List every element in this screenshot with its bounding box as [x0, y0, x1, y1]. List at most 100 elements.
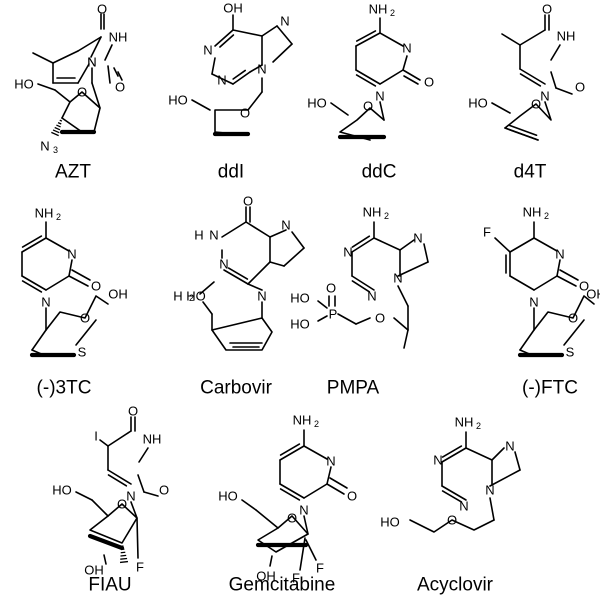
atom-label: HO	[290, 291, 310, 306]
bond	[233, 30, 262, 36]
atom-label: N	[413, 231, 422, 246]
atom-label: O	[243, 194, 253, 209]
bond	[556, 88, 572, 94]
bond	[510, 238, 534, 252]
atom-label: O	[568, 311, 578, 326]
bond	[270, 230, 286, 237]
atom-label: NH	[363, 205, 382, 220]
atom-label: O	[240, 106, 250, 121]
atom-label: O	[575, 80, 585, 95]
atom-label: S	[78, 345, 87, 360]
atom-label: HO	[218, 489, 238, 504]
compound-name: PMPA	[327, 378, 380, 399]
bond	[551, 45, 560, 60]
atom-label: O	[347, 489, 357, 504]
bond	[144, 492, 158, 496]
atom-label: N	[485, 483, 494, 498]
bond	[403, 56, 407, 70]
bond	[520, 330, 534, 350]
bond	[490, 498, 494, 520]
hashed-bond-stroke	[120, 558, 127, 559]
bond	[242, 500, 256, 510]
hashed-bond-stroke	[60, 120, 62, 121]
bond	[69, 260, 72, 276]
atom-label: N	[280, 14, 289, 29]
bond	[139, 448, 148, 462]
bond	[492, 103, 510, 113]
bond	[32, 330, 46, 350]
bond	[380, 33, 403, 46]
bond	[137, 518, 138, 558]
atom-label: HO	[468, 96, 488, 111]
atom-subscript: 2	[544, 211, 549, 221]
bond	[306, 540, 316, 560]
atom-label: O	[363, 99, 373, 114]
bond	[318, 301, 327, 308]
bond	[492, 448, 504, 460]
bond	[404, 330, 408, 348]
bond	[534, 238, 557, 251]
atom-label: NH	[35, 206, 54, 221]
atom-subscript: 2	[314, 419, 319, 429]
atom-subscript: 2	[384, 211, 389, 221]
bond-chain	[534, 296, 594, 330]
bond	[92, 500, 108, 516]
bond	[100, 440, 108, 446]
bond	[248, 284, 262, 290]
bond	[76, 492, 92, 500]
atom-label: O	[542, 2, 552, 17]
bond	[331, 103, 348, 115]
bond	[374, 238, 400, 250]
bond	[108, 66, 110, 83]
atom-label: F	[483, 225, 491, 240]
atom-label: N	[402, 41, 411, 56]
atom-label: N	[343, 245, 352, 260]
atom-label: NH	[143, 432, 162, 447]
bond	[292, 232, 304, 248]
bond	[212, 58, 215, 74]
bond	[520, 30, 545, 45]
hashed-bond-stroke	[51, 132, 58, 135]
bond-double	[352, 236, 369, 247]
bond	[270, 262, 284, 266]
atom-label: NH	[293, 413, 312, 428]
compound-name: (-)3TC	[37, 378, 92, 399]
atom-label: F	[316, 561, 324, 576]
atom-label: HO	[14, 77, 34, 92]
compound-name: d4T	[514, 162, 547, 183]
bond	[327, 467, 331, 484]
bond-double	[220, 35, 234, 47]
bond	[400, 240, 414, 250]
bond	[338, 314, 356, 324]
bond-chain	[215, 92, 262, 135]
bond	[466, 448, 492, 460]
bond	[398, 286, 408, 306]
atom-label: S	[566, 345, 575, 360]
atom-label: OH	[108, 287, 128, 302]
atom-label: N	[459, 499, 468, 514]
atom-label: HO	[307, 96, 327, 111]
bond	[262, 26, 277, 36]
atom-label: NH	[109, 30, 128, 45]
bond	[192, 100, 210, 110]
bond	[46, 276, 69, 290]
hashed-bond-stroke	[58, 123, 61, 124]
bond	[277, 26, 292, 44]
compound-name: AZT	[55, 162, 91, 183]
atom-label: HO	[168, 93, 188, 108]
atom-label: HO	[380, 515, 400, 530]
bond	[138, 475, 144, 492]
atom-label: NH	[369, 2, 388, 17]
atom-label: N	[505, 439, 514, 454]
bond	[551, 72, 556, 88]
atom-label: N	[393, 271, 402, 286]
bond	[403, 70, 420, 80]
compound-name: (-)FTC	[522, 378, 578, 399]
atom-label: O	[159, 483, 169, 498]
